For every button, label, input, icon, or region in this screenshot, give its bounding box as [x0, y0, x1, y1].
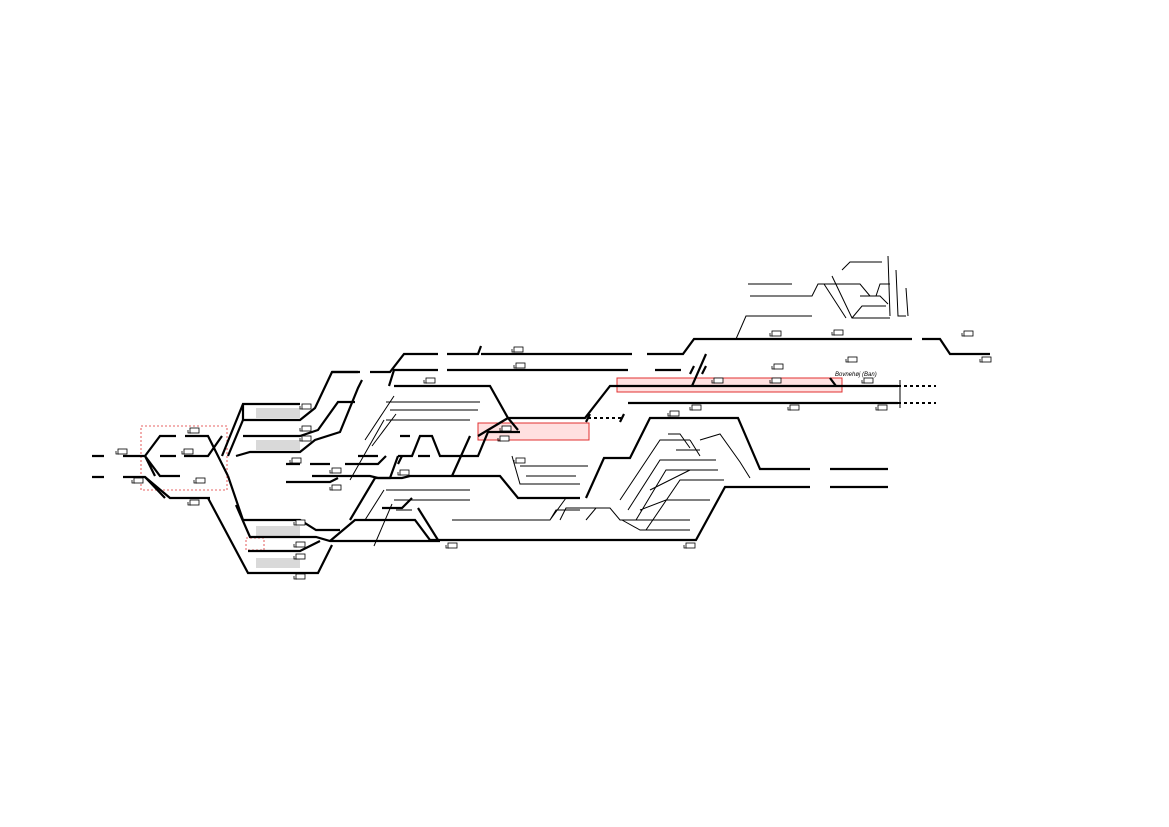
- platform-1: [256, 408, 300, 418]
- location-label: Bovnehøj (Ban): [835, 372, 877, 378]
- signal-icon[interactable]: [683, 542, 696, 549]
- track-mid-diag: [450, 417, 519, 477]
- signal-icon[interactable]: [769, 377, 782, 384]
- track-station-1: [220, 402, 300, 457]
- track-west-bypass: [207, 497, 333, 575]
- signal-icon[interactable]: [299, 403, 312, 410]
- signal-icon[interactable]: [513, 362, 526, 369]
- signal-icon[interactable]: [187, 499, 200, 506]
- signal-icon[interactable]: [769, 330, 782, 337]
- siding-group-a: [349, 395, 480, 481]
- track-mid-3: [312, 416, 888, 500]
- signal-icon[interactable]: [289, 457, 302, 464]
- signal-icon[interactable]: [397, 469, 410, 476]
- signal-icon[interactable]: [445, 542, 458, 549]
- signal-icon[interactable]: [329, 484, 342, 491]
- dotted-extensions: [585, 365, 936, 423]
- track-upper-4: [628, 353, 898, 405]
- signal-icon[interactable]: [511, 346, 524, 353]
- track-station-5: [226, 475, 340, 532]
- signal-icon[interactable]: [293, 541, 306, 548]
- track-mid-2: [286, 455, 403, 466]
- track-lower-2: [417, 507, 439, 541]
- signal-icon[interactable]: [299, 425, 312, 432]
- siding-tracks: [349, 255, 909, 547]
- platform-4: [256, 558, 300, 568]
- dashed-zone-west[interactable]: [140, 425, 228, 491]
- platform-2: [256, 440, 300, 450]
- track-mid-4: [286, 477, 339, 484]
- track-station-3: [243, 400, 355, 438]
- siding-group-b: [364, 489, 470, 547]
- signals: [115, 329, 992, 580]
- siding-group-e: [559, 507, 690, 521]
- platform-3: [256, 526, 300, 536]
- signal-icon[interactable]: [771, 363, 784, 370]
- signal-icon[interactable]: [711, 377, 724, 384]
- signal-icon[interactable]: [861, 377, 874, 384]
- signal-icon[interactable]: [299, 435, 312, 442]
- signal-icon[interactable]: [329, 467, 342, 474]
- signal-icon[interactable]: [115, 448, 128, 455]
- signal-icon[interactable]: [513, 457, 526, 464]
- track-station-4: [235, 379, 363, 458]
- signal-icon[interactable]: [293, 553, 306, 560]
- break-mark-1: [585, 365, 707, 423]
- signal-icon[interactable]: [131, 477, 144, 484]
- signal-icon[interactable]: [293, 573, 306, 580]
- track-stub-1: [400, 434, 430, 458]
- signal-icon[interactable]: [787, 404, 800, 411]
- platforms: [256, 408, 300, 568]
- siding-group-d: [619, 433, 751, 531]
- track-west-upper: [92, 454, 180, 478]
- track-mid-1: [358, 430, 520, 458]
- signal-icon[interactable]: [667, 410, 680, 417]
- track-west-lower: [92, 475, 210, 500]
- signal-icon[interactable]: [845, 356, 858, 363]
- track-upper-main: [332, 337, 990, 374]
- siding-group-north: [735, 255, 909, 340]
- signal-icon[interactable]: [293, 519, 306, 526]
- track-mid-5: [349, 455, 413, 521]
- signal-icon[interactable]: [499, 425, 512, 432]
- signal-icon[interactable]: [875, 404, 888, 411]
- dashed-zone-south[interactable]: [245, 537, 265, 551]
- signal-icon[interactable]: [423, 377, 436, 384]
- signal-icon[interactable]: [831, 329, 844, 336]
- location-marker-line: [829, 377, 837, 387]
- track-upper-3: [394, 384, 898, 420]
- signal-icon[interactable]: [193, 477, 206, 484]
- siding-group-c: [452, 455, 588, 521]
- signal-icon[interactable]: [187, 427, 200, 434]
- signal-icon[interactable]: [497, 435, 510, 442]
- main-tracks: [92, 337, 990, 575]
- track-station-7: [248, 540, 321, 553]
- signal-icon[interactable]: [689, 404, 702, 411]
- signal-icon[interactable]: [961, 330, 974, 337]
- track-lower-main: [329, 485, 888, 542]
- signal-icon[interactable]: [979, 356, 992, 363]
- track-station-6: [234, 504, 440, 543]
- track-west-fork: [144, 434, 229, 499]
- signal-icon[interactable]: [181, 448, 194, 455]
- track-upper-2: [387, 368, 681, 387]
